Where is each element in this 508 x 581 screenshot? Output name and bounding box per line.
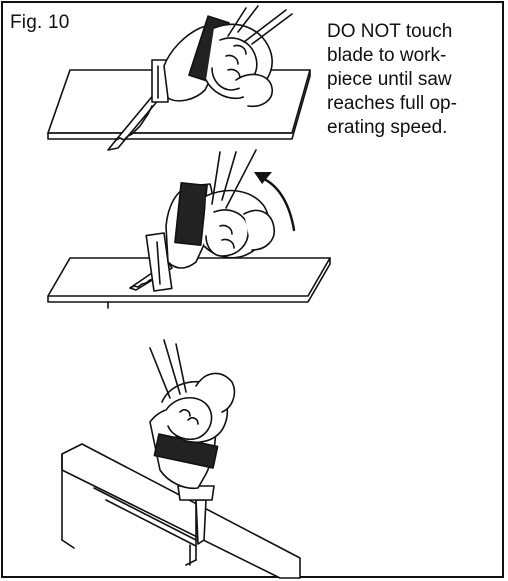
step-1-saw-before-contact <box>48 6 310 150</box>
step-2-saw-pivoting <box>48 150 330 308</box>
step-3-saw-cutting <box>62 340 300 578</box>
saw-motor-band <box>175 183 207 245</box>
saw-blade <box>196 500 206 544</box>
